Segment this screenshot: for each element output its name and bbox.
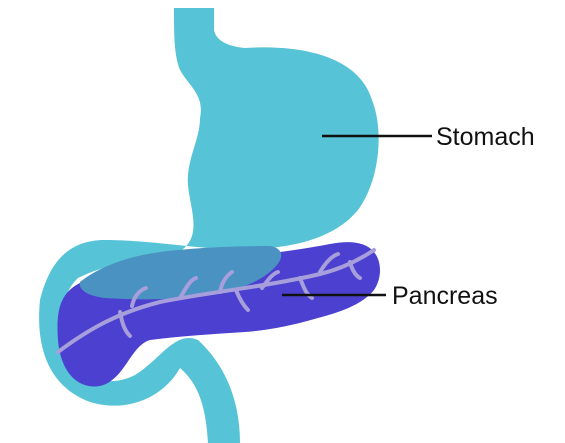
stomach-label: Stomach [436,123,535,151]
pancreas-label: Pancreas [392,282,498,310]
